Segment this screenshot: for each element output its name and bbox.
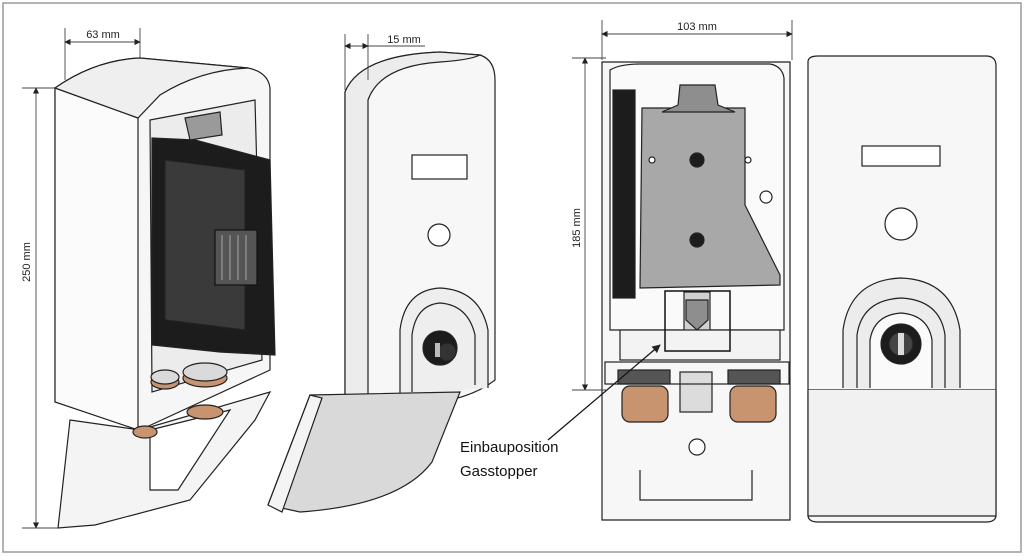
dim-depth-label: 63 mm	[86, 29, 120, 41]
view-closed-housing	[267, 51, 496, 513]
dim-inner-height-label: 185 mm	[571, 208, 583, 248]
view-open-housing	[53, 57, 276, 529]
callout-line-2: Gasstopper	[460, 463, 538, 480]
dim-depth-open-label: 15 mm	[387, 34, 421, 46]
gas-stopper-highlight-box	[664, 290, 731, 352]
dim-height-label: 250 mm	[21, 242, 33, 282]
dim-width-label: 103 mm	[677, 21, 717, 33]
callout-leader-arrow	[547, 344, 661, 441]
view-front-open	[601, 61, 791, 521]
view-front-closed	[807, 55, 997, 523]
dimension-lines	[22, 20, 793, 529]
callout-line-1: Einbauposition	[460, 439, 558, 456]
